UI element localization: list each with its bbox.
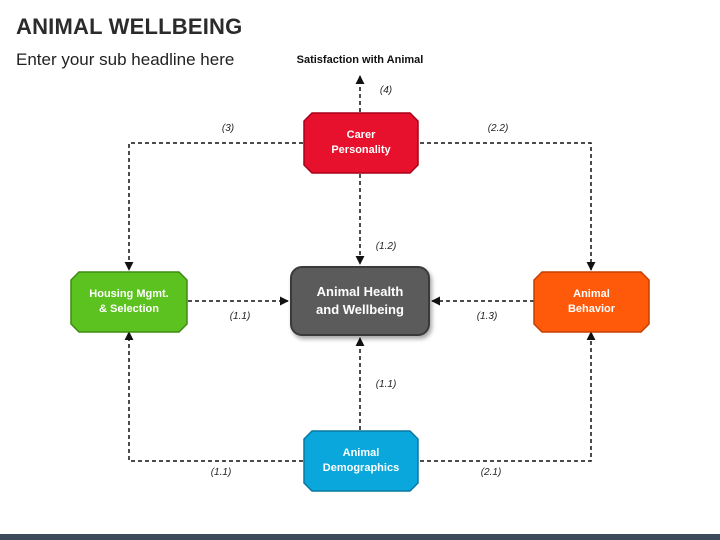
node-housing-line2: & Selection bbox=[99, 303, 159, 315]
edge-label-housing-center: (1.1) bbox=[229, 311, 251, 322]
node-housing-line1: Housing Mgmt. bbox=[89, 288, 169, 301]
node-animal-demographics: Animal Demographics bbox=[304, 431, 418, 491]
node-demographics-shape bbox=[303, 430, 419, 492]
node-behavior-line1: Animal bbox=[573, 288, 610, 301]
edge-label-top: (4) bbox=[379, 85, 393, 96]
node-demographics-line1: Animal bbox=[342, 447, 380, 460]
edge-label-right-bottom: (2.1) bbox=[480, 467, 502, 478]
edge-demographics-behavior bbox=[420, 331, 596, 462]
edge-label-carer-center: (1.2) bbox=[375, 241, 397, 252]
edge-carer-housing bbox=[124, 142, 303, 271]
footer-bar bbox=[0, 534, 720, 540]
page-subtitle: Enter your sub headline here bbox=[16, 50, 235, 69]
node-animal-behavior: Animal Behavior bbox=[534, 272, 649, 332]
edge-label-behavior-center: (1.3) bbox=[476, 311, 498, 322]
node-behavior-line2: Behavior bbox=[567, 303, 616, 315]
node-behavior-shape bbox=[533, 271, 650, 333]
node-center-line1: Animal Health bbox=[316, 283, 404, 299]
edge-label-left-top: (3) bbox=[221, 123, 235, 134]
node-housing-management: Housing Mgmt. & Selection bbox=[71, 272, 187, 332]
edge-label-right-top: (2.2) bbox=[487, 123, 509, 134]
satisfaction-label: Satisfaction with Animal bbox=[296, 54, 424, 66]
page-title: ANIMAL WELLBEING bbox=[16, 14, 243, 39]
edge-behavior-carer bbox=[420, 142, 596, 271]
node-center-line2: and Wellbeing bbox=[316, 302, 404, 317]
node-carer-line1: Carer bbox=[346, 129, 376, 142]
node-housing-shape bbox=[70, 271, 188, 333]
node-animal-health-wellbeing: Animal Health and Wellbeing bbox=[290, 266, 430, 336]
node-demographics-line2: Demographics bbox=[322, 462, 400, 474]
edge-label-left-bottom: (1.1) bbox=[210, 467, 232, 478]
node-carer-line2: Personality bbox=[331, 144, 391, 156]
node-carer-personality: Carer Personality bbox=[304, 113, 418, 173]
edge-demographics-housing bbox=[124, 331, 303, 462]
edge-label-demo-center: (1.1) bbox=[375, 379, 397, 390]
node-carer-shape bbox=[303, 112, 419, 174]
